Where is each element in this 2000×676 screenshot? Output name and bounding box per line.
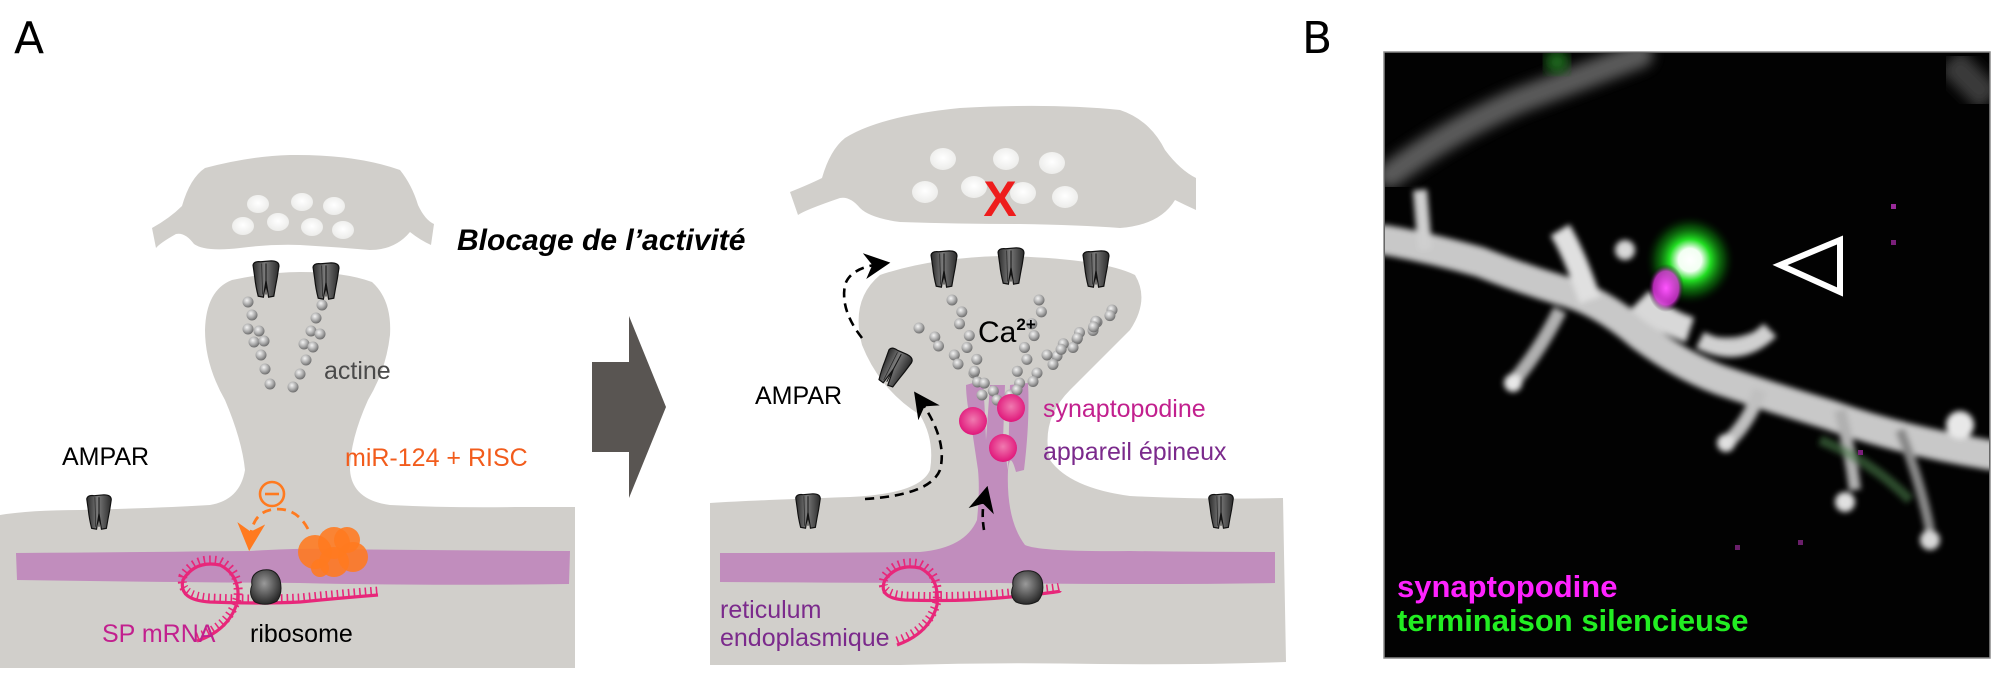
actin-network bbox=[913, 294, 1118, 406]
label-sp-mrna: SP mRNA bbox=[102, 620, 216, 648]
ampar-trafficking-arrow-lower bbox=[864, 391, 944, 501]
synaptopodin-dot bbox=[989, 434, 1017, 462]
actin-bead bbox=[946, 294, 958, 306]
legend-silent-terminal: terminaison silencieuse bbox=[1397, 603, 1748, 638]
label-ampar-left: AMPAR bbox=[62, 443, 149, 471]
endoplasmic-reticulum-right bbox=[720, 380, 1275, 584]
actin-bead bbox=[1026, 318, 1038, 330]
actin-bead bbox=[929, 331, 941, 343]
actin-bead bbox=[978, 377, 990, 389]
ampar-receptor-icon bbox=[252, 260, 280, 298]
actin-bead bbox=[961, 342, 973, 353]
label-calcium: Ca2+ bbox=[978, 315, 1036, 349]
left-scheme-normal-activity: actine AMPAR miR-124 + RISC SP mRNA ribo… bbox=[0, 154, 575, 668]
synaptic-vesicles bbox=[912, 148, 1078, 208]
actin-bead bbox=[1028, 330, 1040, 342]
actin-bead bbox=[1031, 367, 1043, 379]
actin-bead bbox=[1011, 365, 1023, 377]
ampar-trafficking-arrow-upper bbox=[842, 253, 891, 339]
actin-bead bbox=[969, 365, 980, 377]
label-calcium-charge: 2+ bbox=[1016, 315, 1035, 334]
transition-label-activity-block: Blocage de l’activité bbox=[457, 224, 745, 257]
actin-bead bbox=[913, 322, 925, 334]
label-actin: actine bbox=[324, 357, 391, 385]
actin-bead bbox=[1067, 342, 1079, 353]
ampar-receptor-icon bbox=[930, 250, 958, 288]
transition-arrow-icon bbox=[592, 316, 666, 498]
actin-bead bbox=[1035, 306, 1047, 318]
release-blocked-x-icon: X bbox=[983, 171, 1016, 227]
label-ribosome: ribosome bbox=[250, 620, 353, 648]
label-calcium-symbol: Ca bbox=[978, 316, 1017, 349]
actin-bead bbox=[1011, 384, 1023, 396]
label-spine-apparatus: appareil épineux bbox=[1043, 438, 1227, 466]
synaptopodin-dot bbox=[959, 407, 987, 435]
right-scheme-activity-blocked: X Ca2+ AMPAR synaptopodine appareil épin… bbox=[710, 105, 1286, 665]
actin-bead bbox=[1041, 349, 1053, 361]
presynaptic-terminal-blocked bbox=[790, 105, 1196, 228]
endoplasmic-reticulum bbox=[16, 548, 570, 585]
actin-bead bbox=[1033, 294, 1045, 306]
pointer-arrowhead-icon bbox=[1772, 235, 1843, 297]
ampar-receptor-icon bbox=[86, 494, 112, 530]
label-mir124-risc: miR-124 + RISC bbox=[345, 444, 528, 472]
ampar-receptor-icon bbox=[1082, 250, 1110, 288]
actin-bead bbox=[1055, 343, 1067, 355]
actin-bead bbox=[1019, 342, 1030, 353]
actin-bead bbox=[1088, 321, 1100, 333]
ribosome-icon bbox=[1011, 570, 1044, 605]
inhibition-minus-icon bbox=[258, 480, 286, 508]
actin-bead bbox=[1047, 359, 1059, 370]
label-synaptopodin: synaptopodine bbox=[1043, 395, 1206, 423]
ampar-receptor-icon bbox=[312, 262, 340, 300]
ampar-receptor-icon bbox=[1208, 493, 1234, 529]
actin-bead bbox=[933, 340, 944, 352]
actin-bead bbox=[1021, 353, 1033, 365]
actin-bead bbox=[1027, 376, 1039, 387]
panel-a-letter: A bbox=[14, 13, 44, 64]
ribosome-icon bbox=[250, 569, 282, 605]
ampar-receptor-icon bbox=[997, 247, 1025, 285]
actin-bead bbox=[952, 358, 964, 370]
actin-bead bbox=[956, 306, 968, 318]
label-ampar-right: AMPAR bbox=[755, 382, 842, 410]
label-er-line2: endoplasmique bbox=[720, 624, 890, 652]
synaptopodin-dot bbox=[997, 394, 1025, 422]
ampar-receptor-icon bbox=[795, 493, 821, 529]
actin-bead bbox=[963, 330, 975, 342]
actin-bead bbox=[976, 389, 988, 401]
panel-b-letter: B bbox=[1302, 13, 1332, 64]
synaptic-vesicles bbox=[232, 193, 354, 239]
actin-bead bbox=[987, 385, 999, 397]
legend-synaptopodin: synaptopodine bbox=[1397, 569, 1617, 604]
actin-bead bbox=[1071, 332, 1083, 344]
actin-bead bbox=[948, 349, 960, 361]
fluorescence-micrograph: synaptopodine terminaison silencieuse bbox=[1383, 51, 1991, 659]
risc-complex bbox=[298, 527, 368, 577]
er-extension-arrow bbox=[968, 485, 994, 531]
actin-bead bbox=[971, 353, 983, 365]
sp-mrna bbox=[177, 555, 379, 643]
sp-mrna-right bbox=[878, 558, 1065, 647]
actin-filaments bbox=[242, 296, 328, 393]
actin-bead bbox=[1104, 310, 1116, 322]
label-er-line1: reticulum bbox=[720, 596, 821, 624]
actin-bead bbox=[954, 318, 965, 330]
inhibition-arrow bbox=[237, 507, 310, 552]
